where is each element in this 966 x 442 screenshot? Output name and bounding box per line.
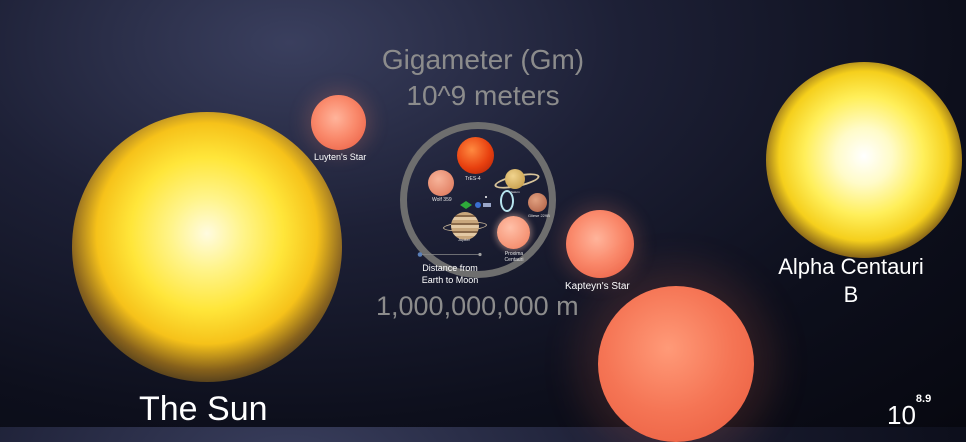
wolf-359-star [428, 170, 454, 196]
sun-star [72, 112, 342, 382]
exponent-power: 8.9 [915, 393, 932, 406]
saturn-label: Saturn [511, 190, 520, 194]
earth-moon-distance-line [417, 252, 482, 257]
jupiter-label: Jupiter [458, 237, 471, 242]
gliese-label: Gliese 229B [528, 213, 550, 218]
small-objects-cluster [460, 196, 491, 209]
tres4-planet [457, 137, 494, 174]
large-red-star [598, 286, 754, 442]
kapteyns-star [566, 210, 634, 278]
alpha-centauri-b-star [766, 62, 962, 258]
saturn-planet [505, 169, 525, 189]
gliese-229b-dwarf [528, 193, 547, 212]
scale-unit-definition: 10^9 meters [406, 80, 560, 111]
scale-value-label: 1,000,000,000 m [376, 291, 579, 321]
earth-moon-label: Distance from Earth to Moon [421, 263, 479, 285]
tres4-label: TrES-4 [465, 176, 481, 182]
wolf359-label: Wolf 359 [432, 197, 452, 203]
scale-ring [400, 122, 556, 278]
alpha-centauri-b-label: Alpha Centauri B [778, 254, 924, 307]
proxima-label: Proxima Centauri [504, 251, 524, 263]
sun-label: The Sun [139, 390, 268, 428]
kapteyns-star-label: Kapteyn's Star [565, 281, 630, 292]
proxima-centauri-star [497, 216, 530, 249]
luytens-star [311, 95, 366, 150]
uranus-icon [500, 190, 514, 212]
scale-unit-name: Gigameter (Gm) [381, 44, 585, 75]
exponent-base: 10 [887, 400, 916, 430]
jupiter-planet [451, 212, 479, 240]
luytens-star-label: Luyten's Star [314, 152, 367, 162]
scale-exponent: 108.9 [887, 393, 931, 431]
